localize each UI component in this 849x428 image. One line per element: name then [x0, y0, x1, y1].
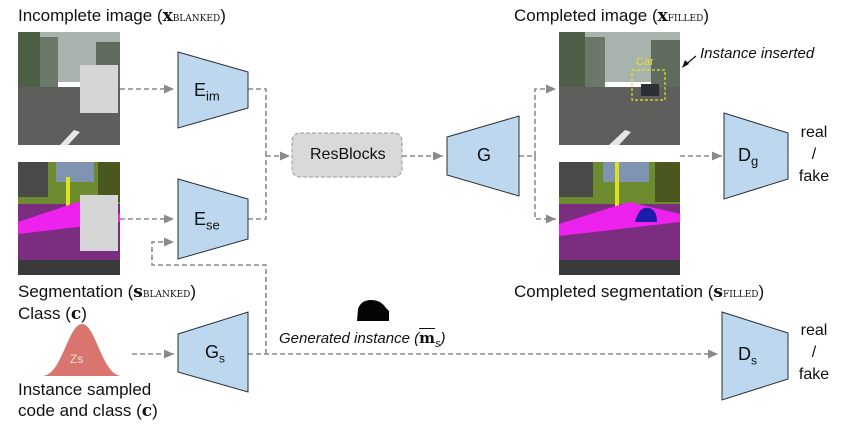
- instance-sampled-text: code and class (: [18, 401, 142, 420]
- incomplete-image-symbol: x: [162, 6, 173, 26]
- d-g-sub: g: [751, 153, 759, 169]
- zs-distribution: [42, 324, 122, 376]
- e-im-letter: E: [194, 80, 207, 100]
- segmentation-label: Segmentation (sBLANKED): [18, 282, 196, 302]
- completed-image-text: Completed image (: [514, 6, 658, 25]
- generated-instance-symbol: m: [419, 329, 435, 347]
- ds-real: real: [800, 322, 828, 339]
- ds-slash: /: [811, 344, 817, 361]
- dg-output: real / fake: [792, 122, 836, 188]
- ds-fake: fake: [798, 366, 830, 383]
- class-text: Class (: [18, 304, 71, 323]
- generated-instance-text: Generated instance (: [279, 330, 420, 347]
- segmentation-map: [18, 162, 120, 275]
- e-se-sub: se: [206, 217, 220, 233]
- incomplete-image: [18, 32, 120, 145]
- segmentation-symbol: s: [133, 282, 143, 302]
- completed-segmentation-label: Completed segmentation (sFILLED): [514, 282, 764, 302]
- close-paren: ): [190, 282, 197, 301]
- d-s-letter: D: [738, 344, 751, 364]
- e-im-label: Eim: [194, 80, 220, 104]
- generated-instance-silhouette: [357, 300, 389, 321]
- dg-fake: fake: [798, 168, 830, 185]
- close-paren: ): [758, 282, 765, 301]
- e-se-letter: E: [194, 209, 207, 229]
- encoder-segmentation-block: [177, 178, 249, 260]
- arrow-g-to-image: [534, 84, 556, 156]
- arrow-g-to-seg: [534, 156, 556, 224]
- segmentation-subscript: BLANKED: [142, 290, 191, 300]
- generated-instance-label: Generated instance (ms): [279, 329, 445, 350]
- d-s-label: Ds: [738, 344, 757, 368]
- close-paren: ): [703, 6, 709, 25]
- d-s-sub: s: [751, 353, 757, 368]
- ds-output: real / fake: [792, 320, 836, 386]
- close-paren: ): [81, 304, 87, 323]
- arrow-gs-to-ese: [151, 237, 267, 354]
- completed-image-subscript: FILLED: [667, 14, 704, 24]
- g-s-sub: s: [219, 351, 226, 366]
- completed-segmentation: [559, 162, 680, 275]
- incomplete-image-text: Incomplete image (: [18, 6, 163, 25]
- completed-segmentation-symbol: s: [713, 282, 723, 302]
- resblocks-block: [291, 132, 403, 178]
- resblocks-label: ResBlocks: [310, 146, 386, 163]
- segmentation-text: Segmentation (: [18, 282, 134, 301]
- completed-image-label: Completed image (xFILLED): [514, 6, 709, 26]
- instance-inserted-label: Instance inserted: [700, 45, 815, 62]
- car-tag: Car: [636, 56, 654, 68]
- generator-s-block: [177, 311, 249, 393]
- g-label: G: [477, 145, 492, 165]
- discriminator-g-block: [723, 112, 789, 200]
- close-paren: ): [152, 401, 158, 420]
- d-g-letter: D: [738, 145, 751, 165]
- e-im-sub: im: [206, 88, 220, 104]
- g-s-letter: G: [205, 342, 220, 362]
- close-paren: ): [440, 330, 446, 347]
- instance-sampled-line1: Instance sampled: [18, 380, 152, 399]
- instance-sampled-line2: code and class (c): [18, 401, 158, 421]
- line-ese-to-merge: [248, 156, 267, 220]
- generator-block: [446, 115, 520, 197]
- completed-image-symbol: x: [657, 6, 668, 26]
- class-symbol: c: [70, 304, 82, 324]
- completed-segmentation-subscript: FILLED: [722, 290, 759, 300]
- completed-image: [559, 32, 680, 145]
- close-paren: ): [220, 6, 226, 25]
- generated-instance-subscript: s: [434, 338, 441, 350]
- instance-sampled-symbol: c: [141, 401, 153, 421]
- line-eim-to-merge: [248, 88, 267, 156]
- discriminator-s-block: [721, 311, 789, 401]
- d-g-label: Dg: [738, 145, 758, 169]
- dg-real: real: [800, 124, 828, 141]
- encoder-image-block: [177, 51, 249, 129]
- e-se-label: Ese: [194, 209, 220, 233]
- zs-label: Zs: [70, 352, 84, 366]
- dg-slash: /: [811, 146, 817, 163]
- incomplete-image-label: Incomplete image (xBLANKED): [18, 6, 226, 26]
- completed-segmentation-text: Completed segmentation (: [514, 282, 714, 301]
- g-s-label: Gs: [205, 342, 225, 366]
- class-label: Class (c): [18, 304, 87, 324]
- incomplete-image-subscript: BLANKED: [172, 14, 221, 24]
